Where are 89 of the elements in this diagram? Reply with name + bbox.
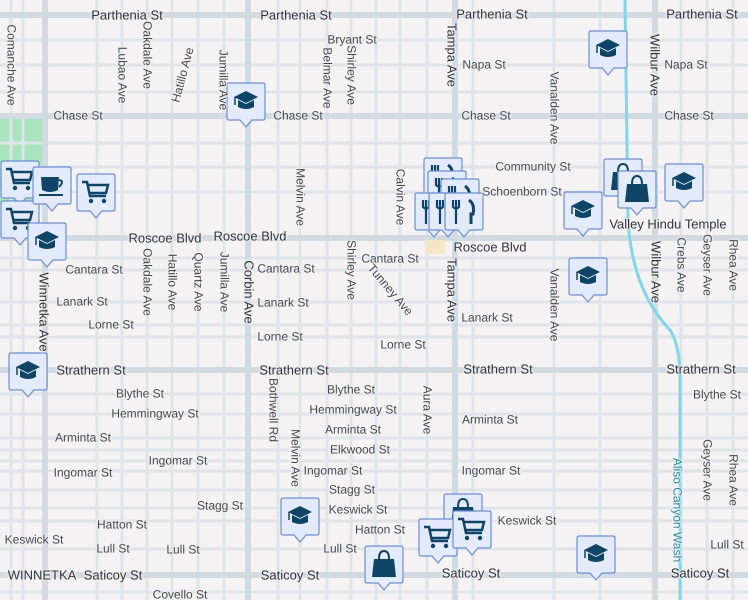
street-label: Arminta St: [55, 432, 111, 444]
street-label: Wilbur Ave: [650, 241, 662, 303]
street-label: Jumilla Ave: [218, 252, 230, 312]
street-label: Aura Ave: [420, 386, 434, 434]
street-label: Napa St: [462, 58, 506, 72]
street-label: Lull St: [96, 542, 130, 556]
street-label: Saticoy St: [260, 568, 320, 582]
street-label: Saticoy St: [670, 566, 730, 580]
street-label: WINNETKA: [8, 568, 76, 582]
street-label: Ingomar St: [304, 464, 362, 478]
street-label: Schoenborn St: [482, 186, 562, 198]
street-label: Rhea Ave: [726, 454, 740, 506]
street-label: Oakdale Ave: [140, 21, 154, 89]
street-label: Comanche Ave: [4, 24, 18, 106]
street-label: Lull St: [323, 542, 357, 556]
street-label: Vanalden Ave: [548, 72, 560, 144]
street-label: Lubao Ave: [116, 46, 128, 104]
street-label: Lanark St: [461, 312, 513, 324]
street-label: Lorne St: [88, 318, 134, 332]
street-label: Covello St: [152, 588, 208, 600]
street-label: Tampa Ave: [446, 258, 458, 322]
street-label: Rhea Ave: [726, 239, 740, 291]
street-label: Blythe St: [692, 388, 742, 402]
street-label: Crebs Ave: [674, 237, 688, 293]
street-label: Calvin Ave: [394, 168, 406, 226]
street-label: Lull St: [710, 538, 744, 552]
street-label: Tampa Ave: [446, 22, 458, 88]
street-label: Lull St: [166, 544, 200, 556]
street-label: Arminta St: [462, 414, 518, 426]
street-label: Hatillo Ave: [166, 254, 178, 310]
street-label: Strathern St: [666, 362, 736, 376]
street-label: Geyser Ave: [700, 234, 714, 296]
street-label: Vanalden Ave: [548, 268, 560, 342]
street-label: Ingomar St: [148, 454, 208, 468]
street-label: Keswick St: [328, 504, 388, 516]
street-label: Keswick St: [4, 534, 64, 546]
street-label: Elkwood St: [330, 444, 390, 456]
street-label: Wilbur Ave: [648, 34, 662, 96]
street-label: Lorne St: [257, 330, 303, 344]
street-label: Ingomar St: [54, 466, 112, 480]
street-label: Stagg St: [196, 500, 244, 512]
street-label: Chase St: [664, 110, 714, 122]
street-label: Lanark St: [257, 296, 309, 310]
street-label: Shirley Ave: [344, 240, 358, 300]
street-label: Belmar Ave: [320, 47, 334, 109]
street-label: Blythe St: [116, 388, 164, 400]
street-label: Bothwell Rd: [266, 378, 280, 442]
waterway-label: Aliso Canyon Wash: [670, 458, 684, 562]
street-label: Hatton St: [354, 524, 406, 536]
street-label: Parthenia St: [260, 8, 332, 22]
street-label: Strathern St: [259, 364, 329, 376]
street-label: Roscoe Blvd: [214, 230, 286, 242]
street-label: Corbin Ave: [242, 260, 256, 324]
street-label: Hatillo Ave: [169, 46, 197, 104]
street-label: Hemmingway St: [111, 408, 199, 420]
street-label: Hemmingway St: [309, 404, 397, 416]
street-label: Stagg St: [328, 484, 376, 496]
street-label: Roscoe Blvd: [128, 232, 202, 244]
street-label: Parthenia St: [666, 8, 738, 20]
street-label: Community St: [495, 160, 571, 174]
street-label: Quartz Ave: [192, 252, 204, 312]
street-label: Hatton St: [96, 518, 148, 532]
street-label: Shirley Ave: [344, 45, 358, 105]
street-label: Saticoy St: [442, 566, 500, 580]
street-label: Cantara St: [65, 264, 123, 276]
street-label: Blythe St: [326, 384, 376, 396]
street-label: Chase St: [273, 110, 323, 122]
street-label: Cantara St: [257, 262, 315, 276]
street-label: Chase St: [461, 110, 511, 122]
street-label: Melvin Ave: [294, 168, 306, 226]
street-label: Saticoy St: [84, 568, 142, 582]
street-label: Strathern St: [463, 362, 533, 376]
street-label: Strathern St: [56, 364, 126, 376]
street-label: Bryant St: [327, 34, 377, 46]
street-label: Chase St: [53, 110, 103, 122]
street-label: Arminta St: [325, 424, 381, 436]
street-label: Oakdale Ave: [140, 248, 154, 316]
street-label: Winnetka Ave: [38, 272, 50, 352]
street-label: Parthenia St: [456, 8, 528, 20]
street-label: Geyser Ave: [700, 439, 714, 501]
street-label: Lorne St: [380, 338, 426, 352]
street-label: Melvin Ave: [288, 429, 302, 487]
street-label: Keswick St: [498, 514, 556, 528]
street-label: Lanark St: [56, 296, 108, 308]
street-label: Ingomar St: [462, 464, 520, 478]
street-label: Roscoe Blvd: [454, 240, 526, 254]
street-label: Jumilla Ave: [216, 50, 230, 110]
street-label: Parthenia St: [91, 8, 163, 22]
street-label: Napa St: [664, 58, 708, 72]
